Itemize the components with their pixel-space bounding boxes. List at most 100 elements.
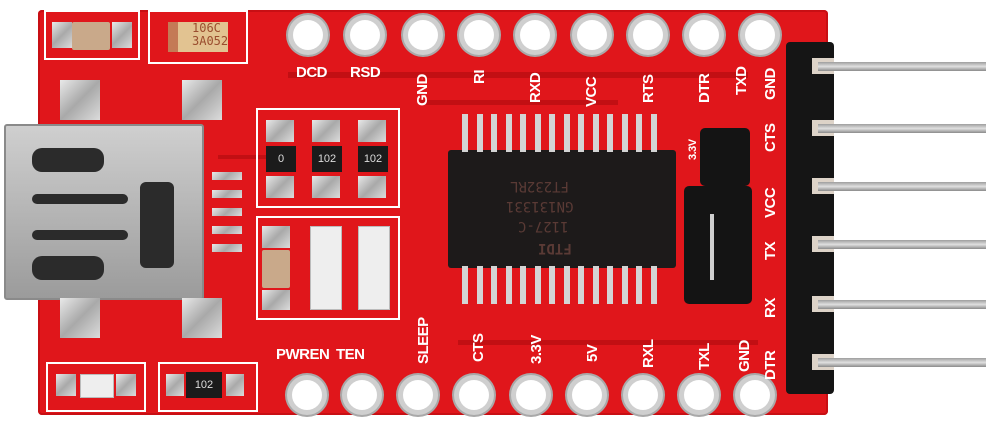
ceramic-capacitor <box>262 250 290 288</box>
solder-pad <box>52 22 72 48</box>
header-pin-tx <box>818 240 986 249</box>
usb-port-opening <box>140 182 174 268</box>
chip-marking: FT232RL <box>510 178 570 194</box>
silk-label-rts: RTS <box>640 74 657 104</box>
silk-label-3v3: 3.3V <box>528 335 545 364</box>
silk-label-txl: TXL <box>696 343 713 370</box>
resistor: 102 <box>358 146 388 172</box>
pcb-trace <box>418 100 618 105</box>
resistor: 102 <box>186 372 222 398</box>
chip-leg <box>621 266 628 304</box>
led-rx <box>358 226 390 310</box>
chip-leg <box>476 266 483 304</box>
silk-label-ten: TEN <box>336 346 365 363</box>
pin-hole-dcd <box>293 20 323 50</box>
header-label-cts: CTS <box>762 123 779 153</box>
chip-leg <box>592 266 599 304</box>
silk-label-pwren: PWREN <box>276 346 330 363</box>
header-pin-gnd <box>818 62 986 71</box>
pin-hole-rxl <box>628 380 658 410</box>
pin-hole-rts <box>633 20 663 50</box>
pin-hole-txl <box>684 380 714 410</box>
usb-mount-pad <box>182 80 222 120</box>
mini-usb-connector <box>4 124 204 300</box>
chip-leg <box>505 266 512 304</box>
chip-leg <box>578 266 584 304</box>
resistor-block-outline <box>256 108 400 208</box>
solder-pad <box>166 374 184 396</box>
usb-slot <box>32 230 128 240</box>
chip-leg <box>549 266 555 304</box>
chip-leg <box>636 114 642 152</box>
silk-label-gnd-bottom: GND <box>736 340 753 372</box>
component-outline <box>46 362 146 412</box>
pin-hole-5v <box>572 380 602 410</box>
pin-hole-3v3 <box>516 380 546 410</box>
chip-leg <box>462 266 468 304</box>
component-outline <box>44 10 140 60</box>
pcb-trace <box>218 155 288 159</box>
chip-leg <box>549 114 555 152</box>
silk-label-5v: 5V <box>584 344 601 362</box>
led-block-outline <box>256 216 400 320</box>
header-pin-dtr <box>818 358 986 367</box>
silk-label-ri: RI <box>471 70 488 84</box>
chip-leg <box>520 266 526 304</box>
chip-leg <box>534 114 541 152</box>
chip-logo: FTDI <box>538 240 572 256</box>
solder-pad <box>116 374 136 396</box>
jumper-label: 3.3V <box>687 139 699 160</box>
chip-leg <box>650 266 657 304</box>
chip-leg <box>462 114 468 152</box>
pcb-trace <box>458 340 758 345</box>
usb-pad <box>212 208 242 216</box>
chip-leg <box>563 266 570 304</box>
resistor: 102 <box>312 146 342 172</box>
pin-hole-cts <box>459 380 489 410</box>
usb-pad <box>212 190 242 198</box>
header-label-tx: TX <box>762 241 779 260</box>
chip-leg <box>491 266 497 304</box>
solder-pad <box>226 374 244 396</box>
tantalum-marking: 3A052 <box>192 34 229 48</box>
chip-leg <box>650 114 657 152</box>
tantalum-marking: 106C <box>192 21 221 35</box>
pin-hole-gnd <box>408 20 438 50</box>
solder-pad <box>112 22 132 48</box>
silk-label-cts: CTS <box>470 333 487 363</box>
usb-slot <box>32 256 104 280</box>
solder-pad <box>266 120 294 142</box>
jumper-cap[interactable] <box>684 186 752 304</box>
usb-pad <box>212 172 242 180</box>
header-label-vcc: VCC <box>762 187 779 218</box>
header-pin-rx <box>818 300 986 309</box>
jumper-header <box>700 128 750 186</box>
power-led <box>80 374 114 398</box>
solder-pad <box>262 226 290 248</box>
pin-hole-txd <box>745 20 775 50</box>
pin-header <box>786 42 834 394</box>
usb-mount-pad <box>60 298 100 338</box>
header-label-rx: RX <box>762 298 779 318</box>
header-pin-cts <box>818 124 986 133</box>
resistor: 0 <box>266 146 296 172</box>
chip-leg <box>607 114 613 152</box>
solder-pad <box>262 290 290 310</box>
led-tx <box>310 226 342 310</box>
header-label-gnd: GND <box>762 68 779 100</box>
silk-label-dtr: DTR <box>696 73 713 103</box>
solder-pad <box>312 176 340 198</box>
pin-hole-rxd <box>520 20 550 50</box>
usb-mount-pad <box>182 298 222 338</box>
usb-pad <box>212 226 242 234</box>
pin-hole-dtr <box>689 20 719 50</box>
solder-pad <box>358 120 386 142</box>
silk-label-dcd: DCD <box>296 64 328 81</box>
chip-leg <box>491 114 497 152</box>
silk-label-rxl: RXL <box>640 339 657 369</box>
pin-hole-sleep <box>403 380 433 410</box>
solder-pad <box>358 176 386 198</box>
pin-hole-pwren <box>292 380 322 410</box>
usb-slot <box>32 194 128 204</box>
pcb-trace <box>288 72 748 78</box>
